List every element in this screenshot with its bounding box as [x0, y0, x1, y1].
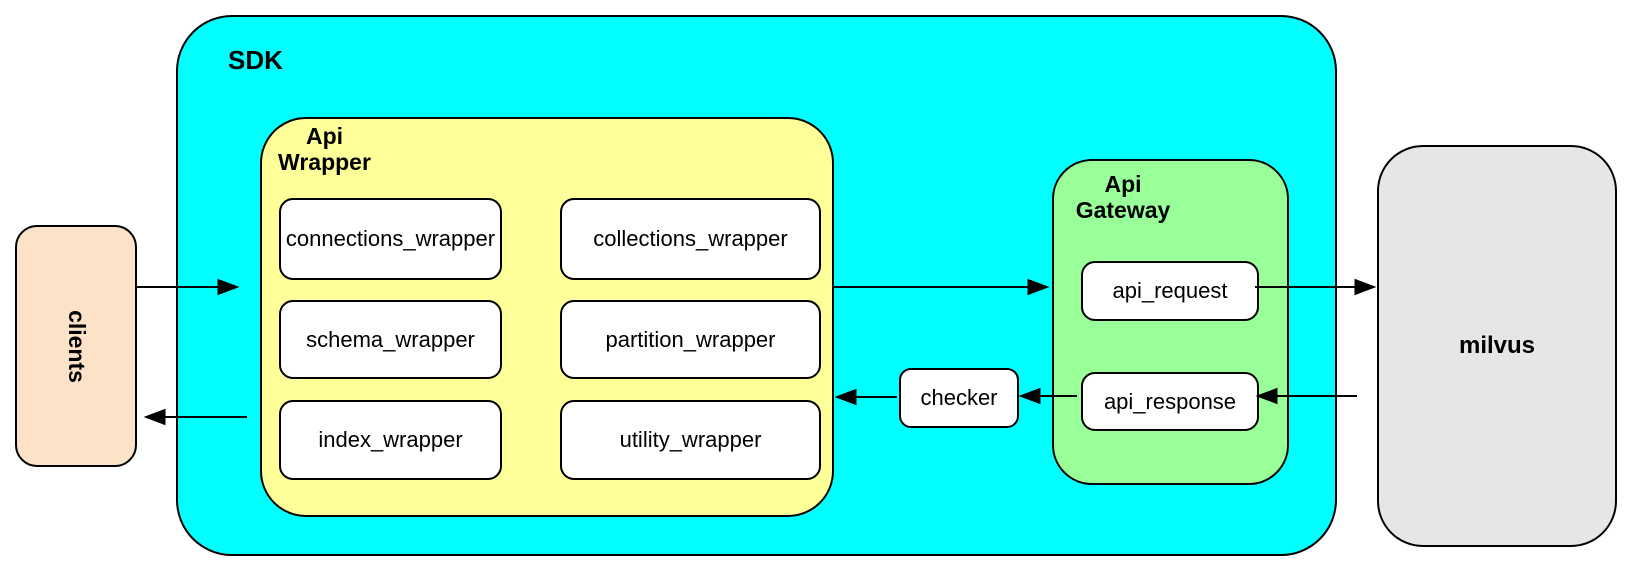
- node-checker: checker: [899, 368, 1019, 428]
- clients-label: clients: [63, 309, 90, 383]
- connections-wrapper-label: connections_wrapper: [285, 226, 496, 251]
- schema-wrapper-label: schema_wrapper: [306, 326, 475, 352]
- node-partition-wrapper: partition_wrapper: [560, 300, 821, 379]
- node-clients: clients: [15, 225, 137, 467]
- milvus-label: milvus: [1458, 332, 1536, 359]
- node-connections-wrapper: connections_wrapper: [279, 198, 502, 280]
- utility-wrapper-label: utility_wrapper: [619, 427, 762, 452]
- api-request-label: api_request: [1112, 278, 1228, 303]
- index-wrapper-label: index_wrapper: [318, 427, 463, 452]
- node-api-response: api_response: [1081, 372, 1259, 431]
- node-utility-wrapper: utility_wrapper: [560, 400, 821, 480]
- node-schema-wrapper: schema_wrapper: [279, 300, 502, 379]
- node-api-request: api_request: [1081, 261, 1259, 321]
- node-sdk: SDK Api Wrapper connections_wrapper coll…: [176, 15, 1337, 556]
- node-index-wrapper: index_wrapper: [279, 400, 502, 480]
- api-response-label: api_response: [1103, 388, 1237, 414]
- node-api-gateway: Api Gateway api_request api_response: [1052, 159, 1289, 485]
- api-wrapper-label: Api Wrapper: [278, 123, 371, 175]
- node-api-wrapper: Api Wrapper connections_wrapper collecti…: [260, 117, 834, 517]
- partition-wrapper-label: partition_wrapper: [605, 326, 776, 352]
- checker-label: checker: [920, 385, 998, 410]
- api-gateway-label: Api Gateway: [1075, 171, 1171, 223]
- collections-wrapper-label: collections_wrapper: [593, 226, 788, 251]
- node-milvus: milvus: [1377, 145, 1617, 547]
- sdk-label: SDK: [228, 45, 283, 75]
- node-collections-wrapper: collections_wrapper: [560, 198, 821, 280]
